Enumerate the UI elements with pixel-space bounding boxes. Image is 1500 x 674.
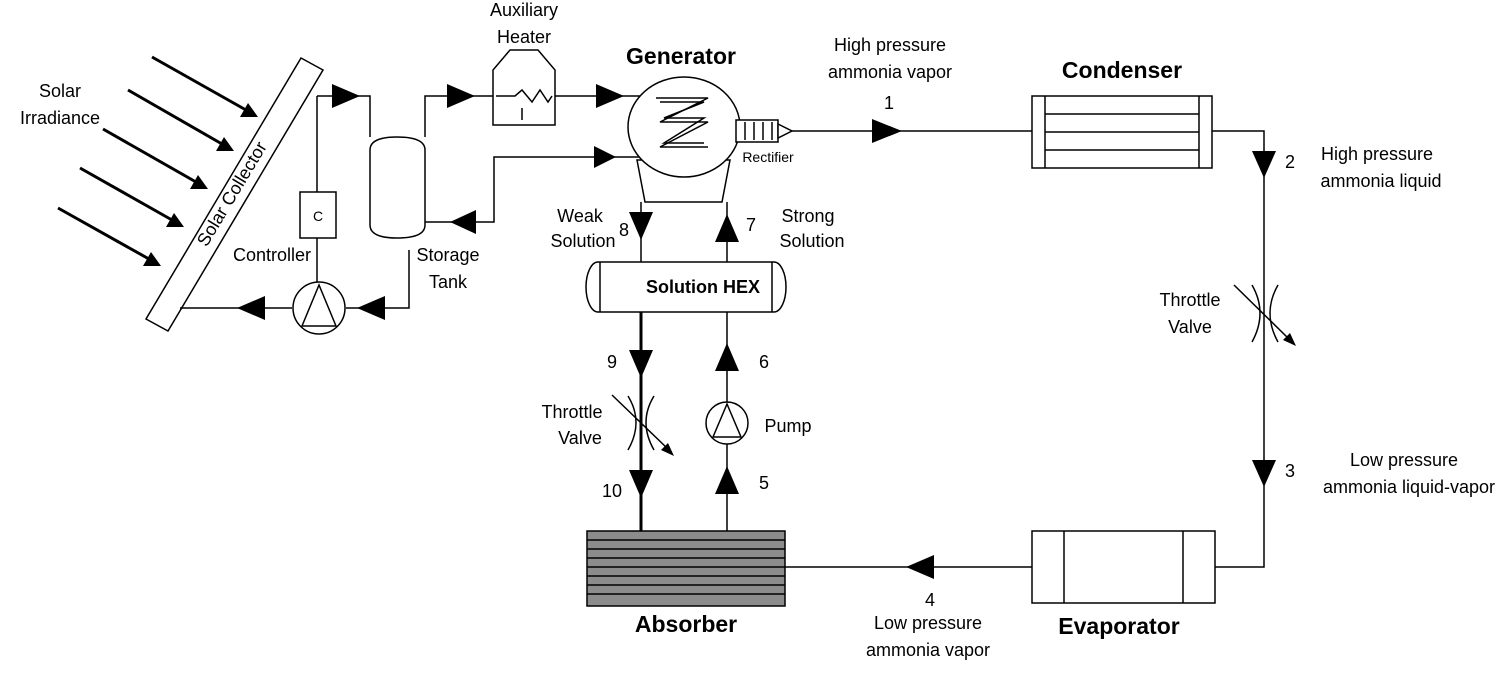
flow-arrow-generator-return bbox=[594, 146, 616, 168]
flow-arrow-return-to-tank bbox=[450, 210, 476, 234]
generator-label: Generator bbox=[626, 43, 736, 69]
solar-collector: Solar Collector bbox=[144, 56, 325, 333]
irradiance-arrow bbox=[151, 55, 258, 117]
flow-arrow-heater-to-generator bbox=[596, 84, 624, 108]
irradiance-arrow bbox=[79, 166, 184, 227]
generator bbox=[627, 76, 741, 203]
low-pressure-liquid-vapor-label-line2: ammonia liquid-vapor bbox=[1323, 477, 1495, 497]
state-label-1: 1 bbox=[884, 93, 894, 113]
state-label-5: 5 bbox=[759, 473, 769, 493]
throttle-valve-refrigerant bbox=[1233, 284, 1296, 346]
state-label-3: 3 bbox=[1285, 461, 1295, 481]
absorber bbox=[586, 530, 786, 607]
flow-arrow-state-2 bbox=[1252, 151, 1276, 178]
throttle-valve-solution bbox=[611, 394, 674, 456]
flow-arrow-state-4 bbox=[906, 555, 934, 579]
controller-box-label: C bbox=[313, 208, 323, 224]
flow-arrow-pump-to-collector bbox=[237, 296, 265, 320]
solution-circuit-piping bbox=[639, 202, 728, 531]
solution-pump bbox=[705, 401, 749, 445]
auxiliary-heater-label-line2: Heater bbox=[497, 27, 551, 47]
flow-arrow-collector-out bbox=[332, 84, 360, 108]
pump-label: Pump bbox=[764, 416, 811, 436]
throttle-valve-left-label-line2: Valve bbox=[558, 428, 602, 448]
weak-solution-label-line1: Weak bbox=[557, 206, 604, 226]
throttle-valve-right-label-line2: Valve bbox=[1168, 317, 1212, 337]
state-label-6: 6 bbox=[759, 352, 769, 372]
controller-label: Controller bbox=[233, 245, 311, 265]
flow-arrow-state-8 bbox=[629, 212, 653, 240]
state-label-10: 10 bbox=[602, 481, 622, 501]
irradiance-arrow bbox=[102, 127, 208, 189]
low-pressure-liquid-vapor-label-line1: Low pressure bbox=[1350, 450, 1458, 470]
state-label-4: 4 bbox=[925, 590, 935, 610]
state-label-2: 2 bbox=[1285, 152, 1295, 172]
flow-arrow-state-7 bbox=[715, 214, 739, 242]
high-pressure-liquid-label-line1: High pressure bbox=[1321, 144, 1433, 164]
high-pressure-vapor-label-line2: ammonia vapor bbox=[828, 62, 952, 82]
flow-arrow-state-5 bbox=[715, 466, 739, 494]
storage-tank-label-line2: Tank bbox=[429, 272, 468, 292]
auxiliary-heater bbox=[492, 49, 556, 126]
flow-arrow-state-6 bbox=[715, 343, 739, 371]
high-pressure-vapor-label-line1: High pressure bbox=[834, 35, 946, 55]
solution-hex-label: Solution HEX bbox=[646, 277, 760, 297]
solution-heat-exchanger: Solution HEX bbox=[585, 261, 787, 313]
throttle-valve-right-label-line1: Throttle bbox=[1159, 290, 1220, 310]
absorber-label: Absorber bbox=[635, 611, 737, 637]
pipe-states-2-3 bbox=[1212, 130, 1265, 568]
state-label-7: 7 bbox=[746, 215, 756, 235]
condenser-label: Condenser bbox=[1062, 57, 1182, 83]
solar-irradiance-label-line2: Irradiance bbox=[20, 108, 100, 128]
flow-arrow-state-3 bbox=[1252, 460, 1276, 487]
flow-arrow-state-10 bbox=[629, 470, 653, 498]
auxiliary-heater-label-line1: Auxiliary bbox=[490, 0, 558, 20]
strong-solution-label-line1: Strong bbox=[781, 206, 834, 226]
collector-loop-pump bbox=[292, 281, 346, 335]
irradiance-arrow bbox=[127, 88, 234, 151]
solar-irradiance-arrows bbox=[57, 55, 258, 266]
flow-arrow-state-9 bbox=[629, 350, 653, 378]
rectifier bbox=[735, 119, 794, 143]
low-pressure-vapor-label-line2: ammonia vapor bbox=[866, 640, 990, 660]
strong-solution-label-line2: Solution bbox=[779, 231, 844, 251]
high-pressure-liquid-label-line2: ammonia liquid bbox=[1320, 171, 1441, 191]
storage-tank-label-line1: Storage bbox=[416, 245, 479, 265]
rectifier-label: Rectifier bbox=[742, 149, 794, 165]
throttle-valve-left-label-line1: Throttle bbox=[541, 402, 602, 422]
evaporator bbox=[1031, 530, 1216, 604]
solar-irradiance-label-line1: Solar bbox=[39, 81, 81, 101]
state-label-9: 9 bbox=[607, 352, 617, 372]
weak-solution-label-line2: Solution bbox=[550, 231, 615, 251]
irradiance-arrow bbox=[57, 206, 161, 266]
flow-arrow-tank-to-pump bbox=[357, 296, 385, 320]
evaporator-label: Evaporator bbox=[1058, 613, 1179, 639]
flow-arrow-state-1 bbox=[872, 119, 902, 143]
controller: C bbox=[299, 191, 337, 239]
low-pressure-vapor-label-line1: Low pressure bbox=[874, 613, 982, 633]
state-label-8: 8 bbox=[619, 220, 629, 240]
solar-collector-label: Solar Collector bbox=[193, 138, 271, 249]
condenser bbox=[1031, 95, 1213, 169]
flow-arrow-tank-to-heater bbox=[447, 84, 475, 108]
storage-tank bbox=[369, 136, 426, 239]
